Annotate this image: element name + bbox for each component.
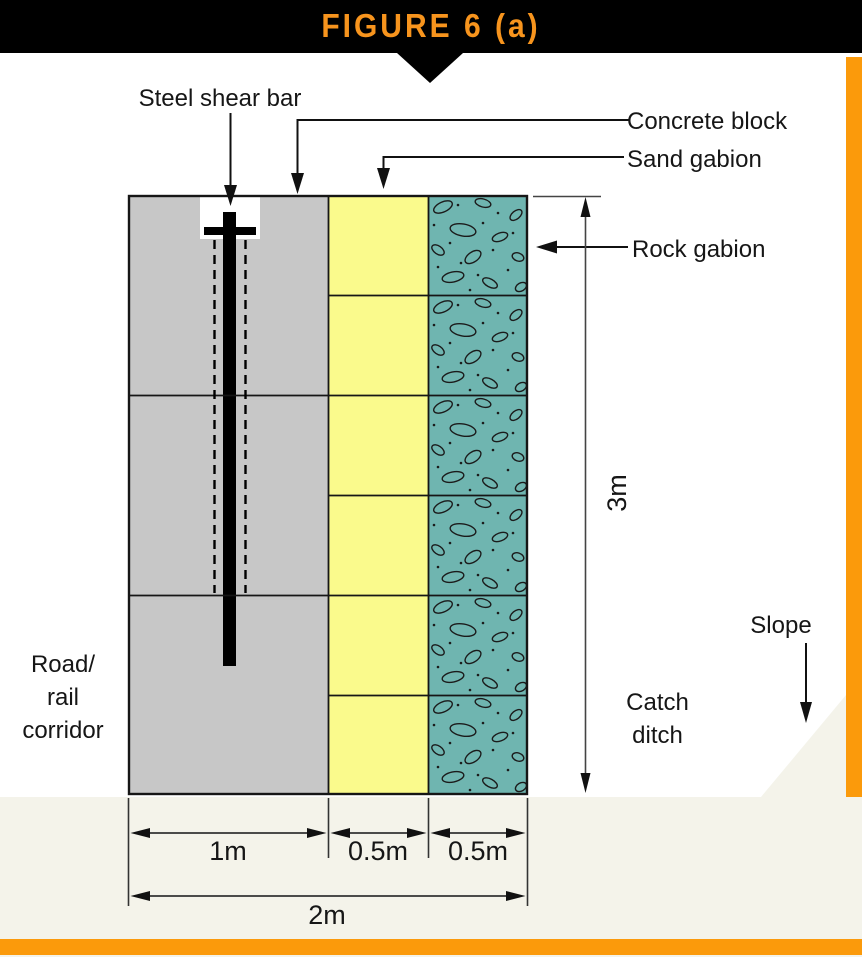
leader-arrow-steel-shear-bar (224, 113, 237, 206)
leader-arrow-sand-gabion (377, 156, 624, 189)
ground-surface (0, 797, 862, 939)
label-catch-ditch: Catch ditch (626, 689, 689, 749)
sand-gabion-column (328, 195, 428, 795)
dimension-2m-label: 2m (308, 900, 346, 930)
label-steel-shear-bar: Steel shear bar (138, 85, 302, 112)
slope-shape (761, 695, 846, 797)
rock-gabion-column (428, 195, 528, 795)
label-road-rail-corridor: Road/ rail corridor (22, 651, 104, 744)
dimension-05m-sand-label: 0.5m (347, 836, 409, 866)
leader-arrow-concrete-block (291, 119, 630, 194)
label-concrete-block: Concrete block (627, 108, 788, 135)
right-accent-strip (846, 57, 862, 955)
dimension-3m-label: 3m (602, 474, 632, 512)
label-rock-gabion: Rock gabion (632, 236, 766, 263)
figure-title: FIGURE 6 (a) (321, 7, 541, 45)
dimension-1m-label: 1m (209, 836, 247, 866)
label-slope: Slope (750, 612, 812, 639)
bottom-edge-sliver (0, 955, 862, 957)
figure-header: FIGURE 6 (a) (0, 0, 862, 53)
leader-arrow-rock-gabion (536, 240, 628, 254)
steel-shear-bar-shape (223, 212, 236, 666)
steel-shear-bar-head (204, 227, 256, 235)
label-sand-gabion: Sand gabion (627, 146, 762, 173)
slope-arrow (800, 643, 812, 723)
header-pointer-triangle-icon (397, 53, 463, 83)
dimension-3m-line (533, 195, 601, 793)
bottom-accent-strip (0, 939, 862, 955)
dimension-05m-rock-label: 0.5m (447, 836, 509, 866)
